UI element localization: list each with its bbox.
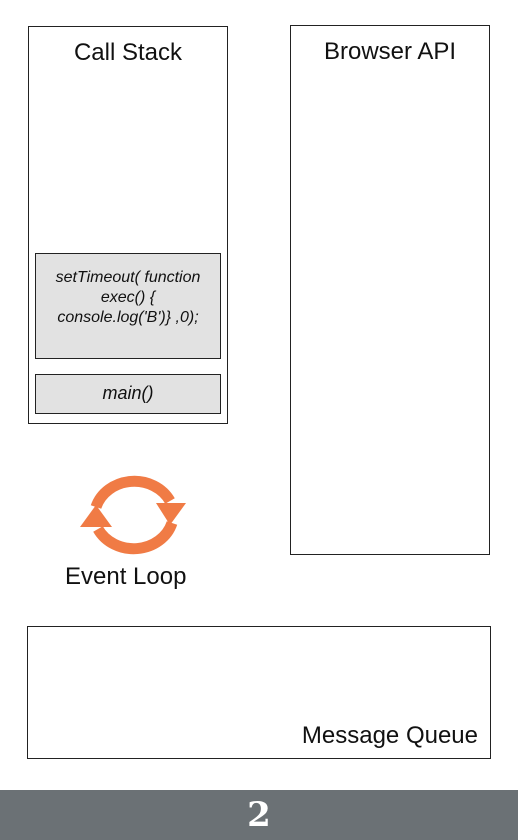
stack-frame-line: exec() {: [100, 289, 156, 306]
call-stack-title: Call Stack: [73, 39, 183, 66]
stack-frame-line: console.log('B')} ,0);: [57, 309, 199, 326]
browser-api-title: Browser API: [323, 38, 457, 65]
stack-frame-line: setTimeout( function: [55, 269, 201, 286]
stack-frame-settimeout: setTimeout( function exec() { console.lo…: [35, 253, 221, 359]
browser-api-panel: Browser API: [290, 25, 490, 555]
event-loop-label: Event Loop: [65, 563, 187, 590]
call-stack-panel: Call Stack setTimeout( function exec() {…: [28, 26, 228, 424]
step-number: 2: [247, 795, 271, 835]
message-queue-panel: Message Queue: [27, 626, 491, 759]
step-footer: 2: [0, 790, 518, 840]
stack-frame-main: main(): [35, 374, 221, 414]
message-queue-title: Message Queue: [301, 722, 478, 749]
circular-arrows-icon: [78, 467, 190, 563]
